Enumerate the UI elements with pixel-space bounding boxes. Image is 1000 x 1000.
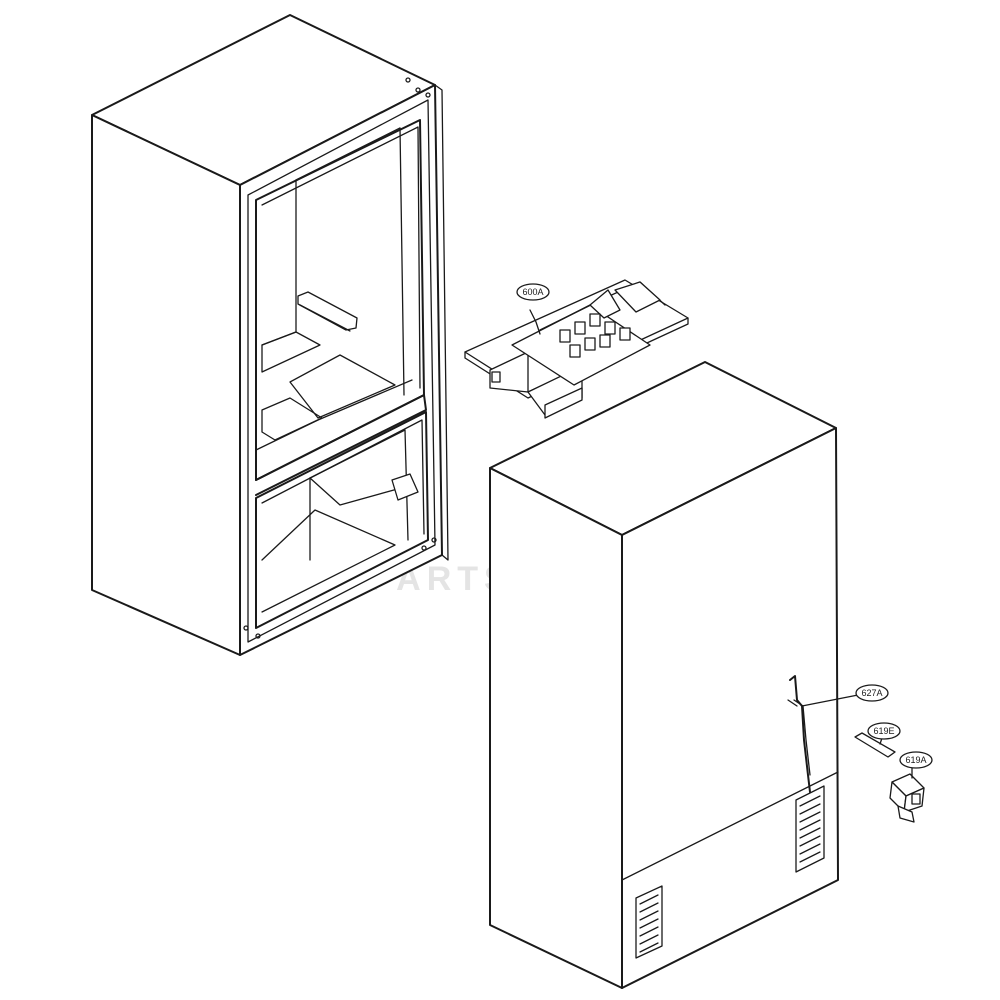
vent-slat (799, 835, 821, 847)
cabinet-liner (91, 14, 449, 656)
outer-vent-grille-right (795, 785, 825, 873)
upper-back-top-edge (295, 127, 401, 181)
upper-shelf-rail (297, 291, 358, 331)
compartment-divider (255, 394, 427, 496)
ice-cell (574, 321, 586, 335)
vent-slat (799, 795, 821, 807)
lower-shelf-guide (309, 477, 413, 506)
vent-slat (639, 926, 659, 937)
callout-600a-bubble (516, 283, 550, 301)
callout-627a-leader (801, 694, 859, 707)
liner-screw-hole (405, 77, 411, 83)
vent-slat (639, 942, 659, 953)
vent-slat (799, 851, 821, 863)
ice-bin-connector (491, 371, 501, 383)
ice-cell (559, 329, 571, 343)
lower-back-edges (309, 429, 409, 541)
liner-left-side (91, 114, 241, 656)
vent-slat (639, 910, 659, 921)
valve-connector (911, 793, 921, 805)
ice-bin-plate-edge (464, 317, 689, 399)
valve-outlet (897, 805, 915, 823)
vent-slat (639, 894, 659, 905)
liner-screw-hole (243, 625, 249, 631)
outer-base-seam (621, 771, 839, 881)
water-tube: 627A (787, 675, 889, 793)
vent-slat (799, 819, 821, 831)
ice-bin-bottom (544, 387, 583, 419)
ice-cell (604, 321, 616, 335)
lower-rail (391, 473, 419, 501)
vent-slat (799, 811, 821, 823)
upper-shelf-rail-lower (299, 304, 351, 332)
callout-619e-label: 619E (873, 726, 894, 736)
callout-619a-bubble (899, 751, 933, 769)
outer-front-side (621, 427, 839, 989)
ice-cell (589, 313, 601, 327)
lower-floor (261, 509, 396, 613)
vent-slat (639, 902, 659, 913)
upper-floor-panel (289, 354, 396, 419)
callout-619a-label: 619A (905, 755, 926, 765)
valve-assembly: 619A (889, 751, 933, 823)
cabinet-outer (489, 361, 839, 989)
ice-cell (569, 344, 581, 358)
callout-627a-bubble (855, 684, 889, 702)
ice-cell (619, 327, 631, 341)
liner-right-edge (434, 84, 449, 561)
liner-screw-hole (415, 87, 421, 93)
callout-600a-label: 600A (522, 287, 543, 297)
water-tube-inner (793, 699, 811, 776)
liner-screw-hole (431, 537, 437, 543)
ice-bin-assembly: 600A (464, 279, 689, 419)
callout-627a-label: 627A (861, 688, 882, 698)
upper-compartment-lip (261, 126, 421, 389)
ice-cell (584, 337, 596, 351)
lower-compartment-opening (255, 411, 429, 629)
vent-slat (799, 843, 821, 855)
callout-619e-bubble (867, 722, 901, 740)
water-tube-bracket (787, 699, 798, 707)
liner-screw-hole (421, 545, 427, 551)
liner-screw-hole (425, 92, 431, 98)
ice-bin-leader-line (529, 309, 541, 335)
clip: 619E (854, 722, 901, 758)
vent-slat (799, 827, 821, 839)
upper-back-right-edge (399, 127, 405, 396)
vent-slat (639, 918, 659, 929)
outer-left-side (489, 467, 623, 989)
ice-cell (599, 334, 611, 348)
liner-frame-inner (247, 99, 436, 643)
vent-slat (799, 803, 821, 815)
ice-tray-motor (614, 281, 661, 313)
upper-floor-left (261, 331, 321, 373)
vent-slat (639, 934, 659, 945)
upper-floor-front (255, 379, 413, 451)
liner-screw-hole (255, 633, 261, 639)
liner-front-frame (239, 84, 443, 656)
clip-strip (854, 732, 896, 758)
